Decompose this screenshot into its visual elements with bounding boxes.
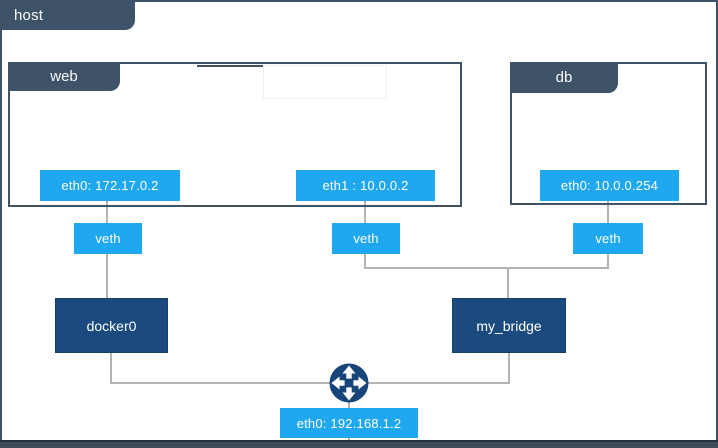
host-eth0-label: eth0: 192.168.1.2 xyxy=(280,408,418,438)
db-eth0-label: eth0: 10.0.0.254 xyxy=(540,170,679,201)
web-border-artifact xyxy=(197,65,270,67)
host-label: host xyxy=(14,6,44,24)
veth-box-middle: veth xyxy=(332,223,400,254)
web-container xyxy=(8,62,462,207)
connector-docker0-to-router xyxy=(110,382,331,384)
connector-web-eth0-to-veth xyxy=(106,201,108,224)
connector-docker0-drop xyxy=(110,353,112,384)
connector-router-to-my-bridge xyxy=(367,382,510,384)
router-icon xyxy=(329,363,369,403)
db-label: db xyxy=(555,69,573,86)
db-tab: db xyxy=(510,62,618,93)
web-label: web xyxy=(50,68,78,85)
connector-bus-to-my-bridge xyxy=(507,267,509,298)
connector-veth-right-drop xyxy=(607,254,609,269)
connector-my-bridge-drop xyxy=(508,353,510,384)
connector-router-to-host-eth0 xyxy=(348,401,350,409)
connector-veth-bus xyxy=(364,267,609,269)
host-bottom-border xyxy=(0,440,718,442)
host-bottom-strip xyxy=(0,442,718,448)
veth-box-left: veth xyxy=(74,223,142,254)
connector-web-eth1-to-veth xyxy=(364,201,366,224)
docker0-bridge: docker0 xyxy=(55,298,168,353)
web-eth1-label: eth1 : 10.0.0.2 xyxy=(296,170,435,201)
connector-veth-to-docker0 xyxy=(106,254,108,298)
my-bridge: my_bridge xyxy=(452,298,566,353)
ghost-box xyxy=(263,65,387,99)
web-tab: web xyxy=(8,62,120,91)
veth-box-right: veth xyxy=(573,223,643,254)
web-eth0-label: eth0: 172.17.0.2 xyxy=(40,170,180,201)
host-tab: host xyxy=(0,0,135,30)
connector-host-eth0-to-border xyxy=(348,437,350,442)
connector-db-eth0-to-veth xyxy=(607,200,609,224)
connector-veth-mid-drop xyxy=(364,254,366,269)
cross-arrows-routing-icon xyxy=(329,363,369,403)
